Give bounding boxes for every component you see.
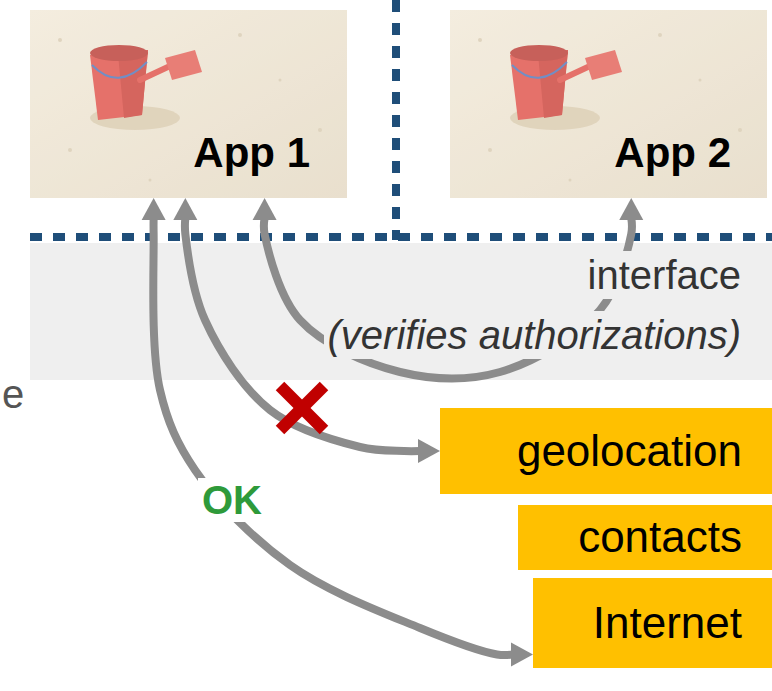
interface-band: interface (verifies authorizations) [30, 243, 772, 380]
resource-box: geolocation [440, 408, 772, 494]
arrow-head [511, 643, 533, 667]
interface-title: interface [584, 251, 745, 299]
arrow-head [142, 198, 166, 220]
resource-name: contacts [578, 511, 742, 564]
resource-name: geolocation [517, 425, 742, 478]
sandbox-photo [450, 10, 767, 198]
arrow-head [418, 439, 440, 463]
app-name: App 2 [614, 128, 731, 178]
isolation-line [30, 233, 772, 241]
app-sandbox: App 2 [450, 10, 768, 198]
app-sandbox: App 1 [30, 10, 347, 198]
sandbox-photo [30, 10, 347, 198]
interface-note: (verifies authorizations) [324, 311, 746, 359]
app-name: App 1 [193, 128, 310, 178]
resource-box: Internet [533, 578, 772, 668]
arrow-head [619, 198, 643, 220]
deny-cross [280, 386, 324, 430]
arrow-head [253, 198, 277, 220]
edge-label: OK [198, 478, 266, 522]
cut-off-text: e [2, 370, 24, 418]
arrow-head [173, 198, 197, 220]
resource-name: Internet [593, 597, 742, 650]
isolation-line [392, 0, 400, 240]
resource-box: contacts [518, 505, 772, 570]
